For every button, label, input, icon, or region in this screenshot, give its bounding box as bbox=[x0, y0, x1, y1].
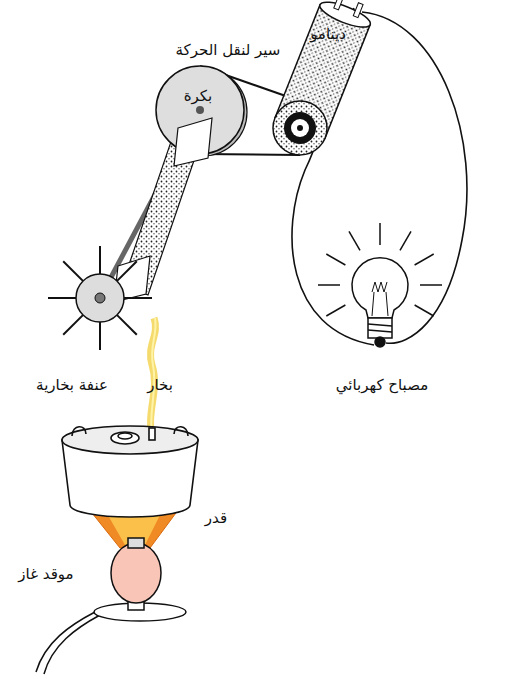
lamp bbox=[318, 223, 442, 347]
steam-turbine bbox=[48, 246, 152, 350]
part-label: قدر bbox=[205, 509, 227, 527]
part-label: مصباح كهربائي bbox=[336, 376, 428, 394]
part-label: بكرة bbox=[184, 87, 213, 105]
part-label: موقد غاز bbox=[18, 565, 73, 583]
part-label: عنفة بخارية bbox=[36, 376, 108, 394]
gas-burner bbox=[36, 538, 186, 674]
bearing bbox=[174, 118, 212, 166]
part-label: بخار bbox=[147, 376, 173, 394]
pot bbox=[62, 426, 198, 517]
part-label: سير لنقل الحركة bbox=[176, 41, 281, 59]
dynamo-face bbox=[273, 101, 327, 155]
part-label: دينامو bbox=[310, 25, 346, 43]
